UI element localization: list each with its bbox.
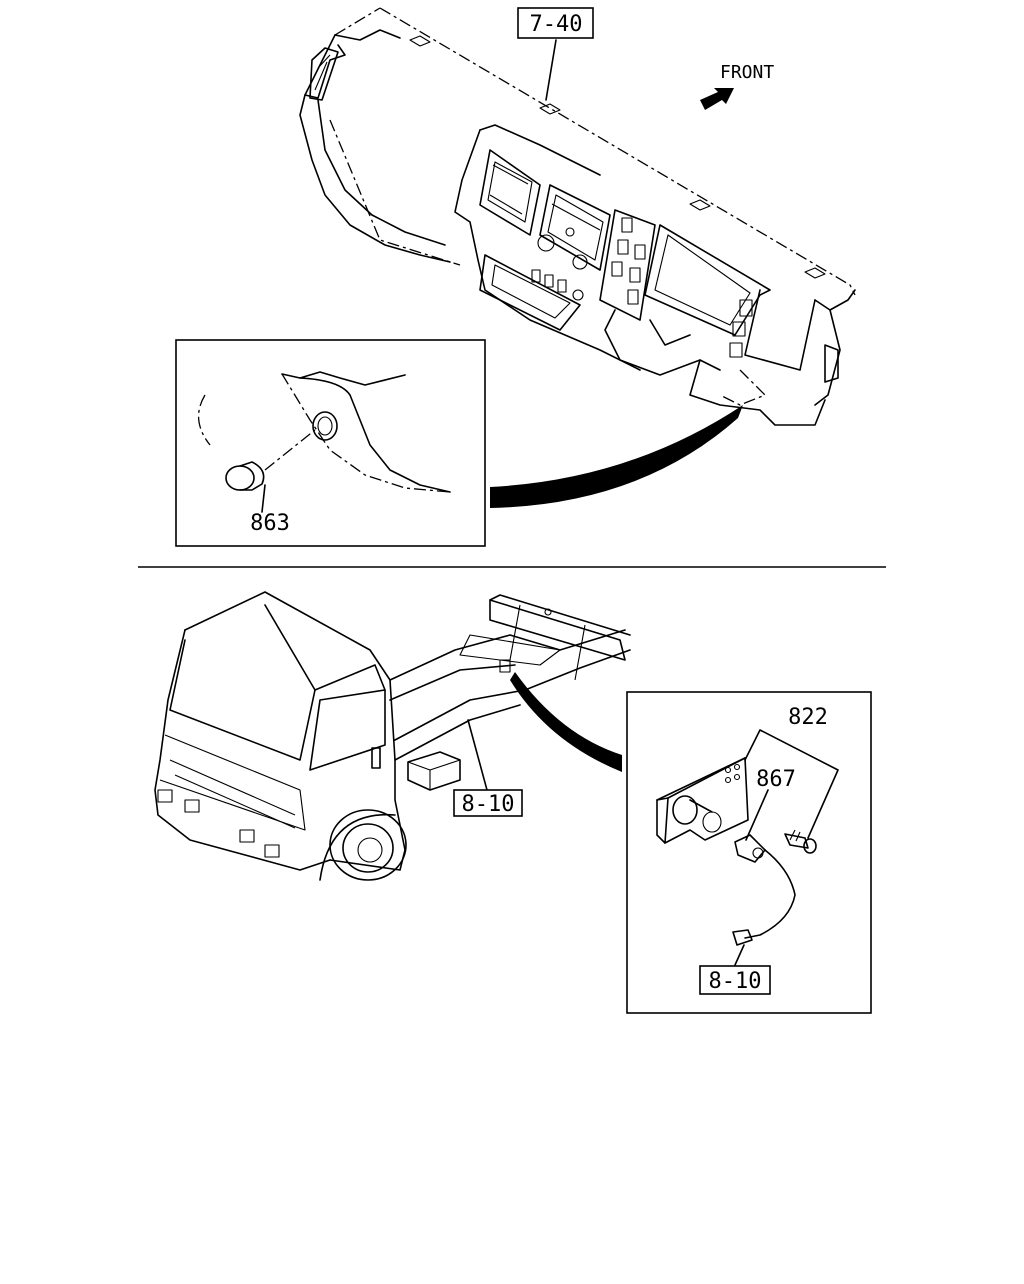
harness-ref-label: 8-10 [709, 969, 762, 994]
front-indicator: FRONT [700, 62, 774, 110]
dash-ref-callout: 7-40 [517, 7, 594, 101]
detail-box-sensor: 822 867 8-10 [626, 691, 872, 1014]
detail-box-863: 863 [175, 339, 486, 547]
dash-ref-box [517, 7, 594, 39]
part-863-label: 863 [250, 511, 290, 536]
instrument-panel-drawing [299, 7, 856, 426]
harness-ref-box [699, 965, 771, 995]
sensor-pointer [510, 672, 622, 772]
front-arrow-icon [700, 88, 734, 110]
detail-pointer [490, 405, 743, 508]
chassis-ref-label: 8-10 [462, 792, 515, 817]
chassis-ref-callout: 8-10 [453, 719, 523, 817]
dash-ref-label: 7-40 [530, 12, 583, 37]
part-822-label: 822 [788, 705, 828, 730]
truck-drawing [154, 591, 631, 881]
part-867-label: 867 [756, 767, 796, 792]
chassis-ref-box [453, 789, 523, 817]
front-label: FRONT [720, 62, 774, 83]
